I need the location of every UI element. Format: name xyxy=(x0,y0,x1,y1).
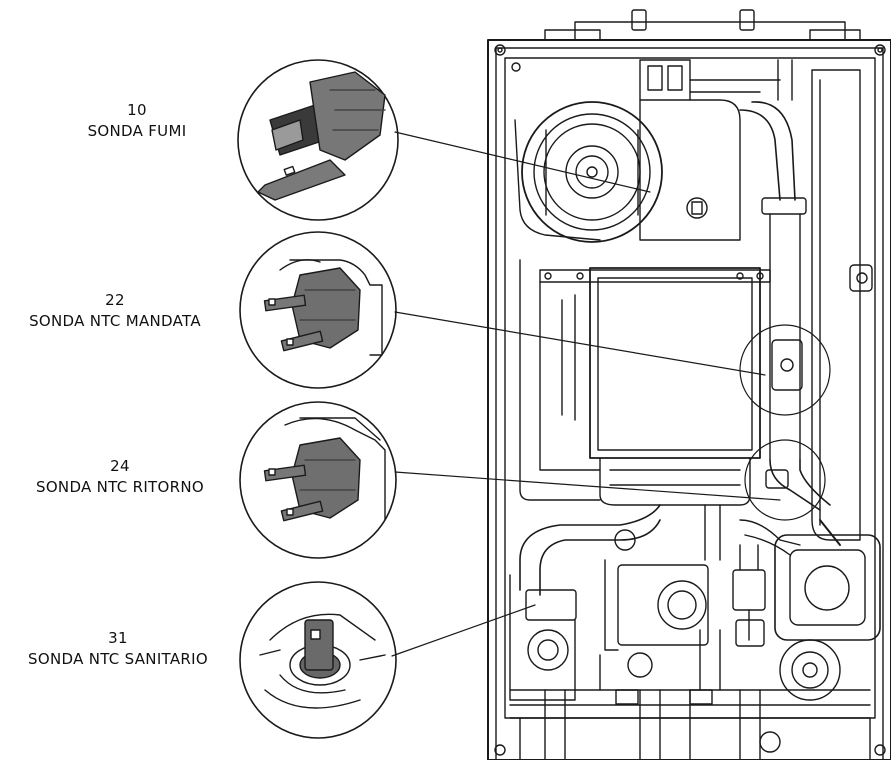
callout-name: SONDA NTC RITORNO xyxy=(36,478,204,496)
highlight-circle-mandata xyxy=(739,324,831,416)
detail-circle-sonda-ntc-mandata xyxy=(239,231,397,389)
callout-name: SONDA FUMI xyxy=(87,122,187,140)
detail-circle-sonda-fumi xyxy=(237,59,399,221)
detail-circle-sonda-ntc-ritorno xyxy=(239,401,397,559)
leader-line-sonda-ntc-sanitario xyxy=(391,604,536,657)
callout-number: 31 xyxy=(108,629,128,647)
callout-number: 22 xyxy=(105,291,125,309)
callout-name: SONDA NTC SANITARIO xyxy=(28,650,208,668)
callout-label-sonda-ntc-sanitario: 31 SONDA NTC SANITARIO xyxy=(0,628,236,670)
highlight-circle-ritorno xyxy=(744,439,826,521)
boiler-drawing xyxy=(487,9,891,760)
callout-number: 24 xyxy=(110,457,130,475)
callout-label-sonda-fumi: 10 SONDA FUMI xyxy=(52,100,222,142)
callout-label-sonda-ntc-ritorno: 24 SONDA NTC RITORNO xyxy=(10,456,230,498)
callout-name: SONDA NTC MANDATA xyxy=(29,312,201,330)
leader-line-sonda-ntc-mandata xyxy=(394,311,766,376)
detail-circle-sonda-ntc-sanitario xyxy=(239,581,397,739)
callout-label-sonda-ntc-mandata: 22 SONDA NTC MANDATA xyxy=(0,290,230,332)
callout-number: 10 xyxy=(127,101,147,119)
leader-lines xyxy=(391,131,781,657)
leader-line-sonda-ntc-ritorno xyxy=(394,471,781,501)
leader-line-sonda-fumi xyxy=(394,131,651,193)
